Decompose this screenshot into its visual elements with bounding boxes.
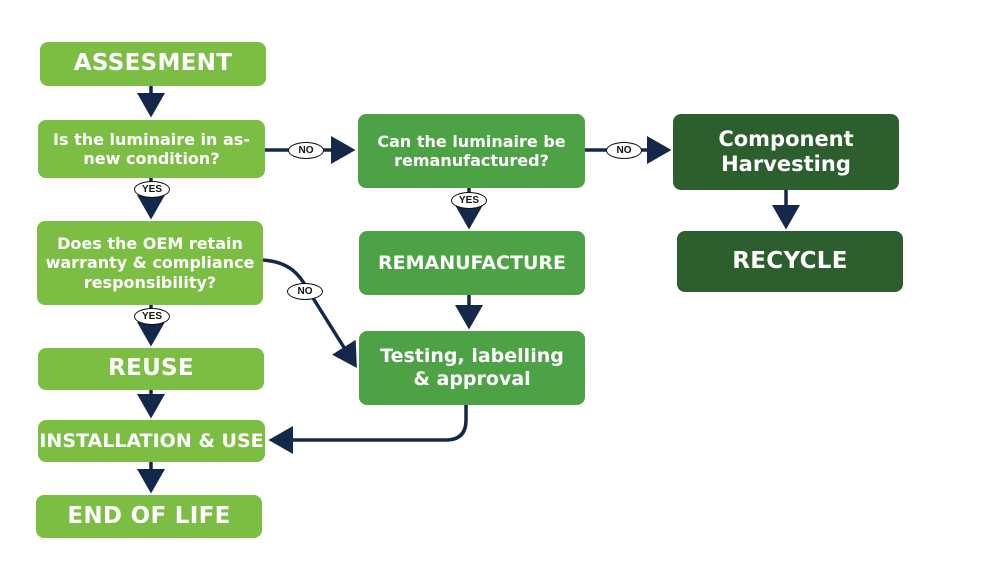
edge-label-reman-no: NO [606,142,642,159]
node-label: Is the luminaire in as-new condition? [53,129,250,168]
node-end-of-life: END OF LIFE [36,495,262,538]
node-assessment: ASSESMENT [40,42,266,86]
node-remanufacture-question: Can the luminaire be remanufactured? [358,114,585,188]
edge-label-oem-no: NO [287,283,323,300]
node-as-new-question: Is the luminaire in as-new condition? [38,120,265,178]
arrow-testing-to-install [268,405,468,454]
edge-label-as-new-yes: YES [134,181,170,198]
node-label: Component Harvesting [718,126,854,176]
node-label: REUSE [108,355,194,382]
node-harvesting: Component Harvesting [673,114,899,190]
edge-label-oem-yes: YES [134,308,170,325]
arrow-oem-no [262,258,357,368]
node-label: END OF LIFE [67,502,231,529]
node-recycle: RECYCLE [677,231,903,292]
node-remanufacture: REMANUFACTURE [359,231,585,295]
node-label: Can the luminaire be remanufactured? [377,131,566,170]
node-label: REMANUFACTURE [378,251,566,274]
node-label: ASSESMENT [73,50,233,77]
node-installation: INSTALLATION & USE [38,420,265,462]
node-reuse: REUSE [38,348,264,390]
edge-label-as-new-no: NO [288,142,324,159]
node-label: Does the OEM retain warranty & complianc… [45,234,255,292]
node-label: Testing, labelling & approval [380,345,564,390]
edge-label-reman-yes: YES [451,192,487,209]
node-label: INSTALLATION & USE [39,429,264,452]
node-oem-question: Does the OEM retain warranty & complianc… [37,221,263,305]
node-label: RECYCLE [732,247,848,274]
node-testing: Testing, labelling & approval [359,331,585,405]
